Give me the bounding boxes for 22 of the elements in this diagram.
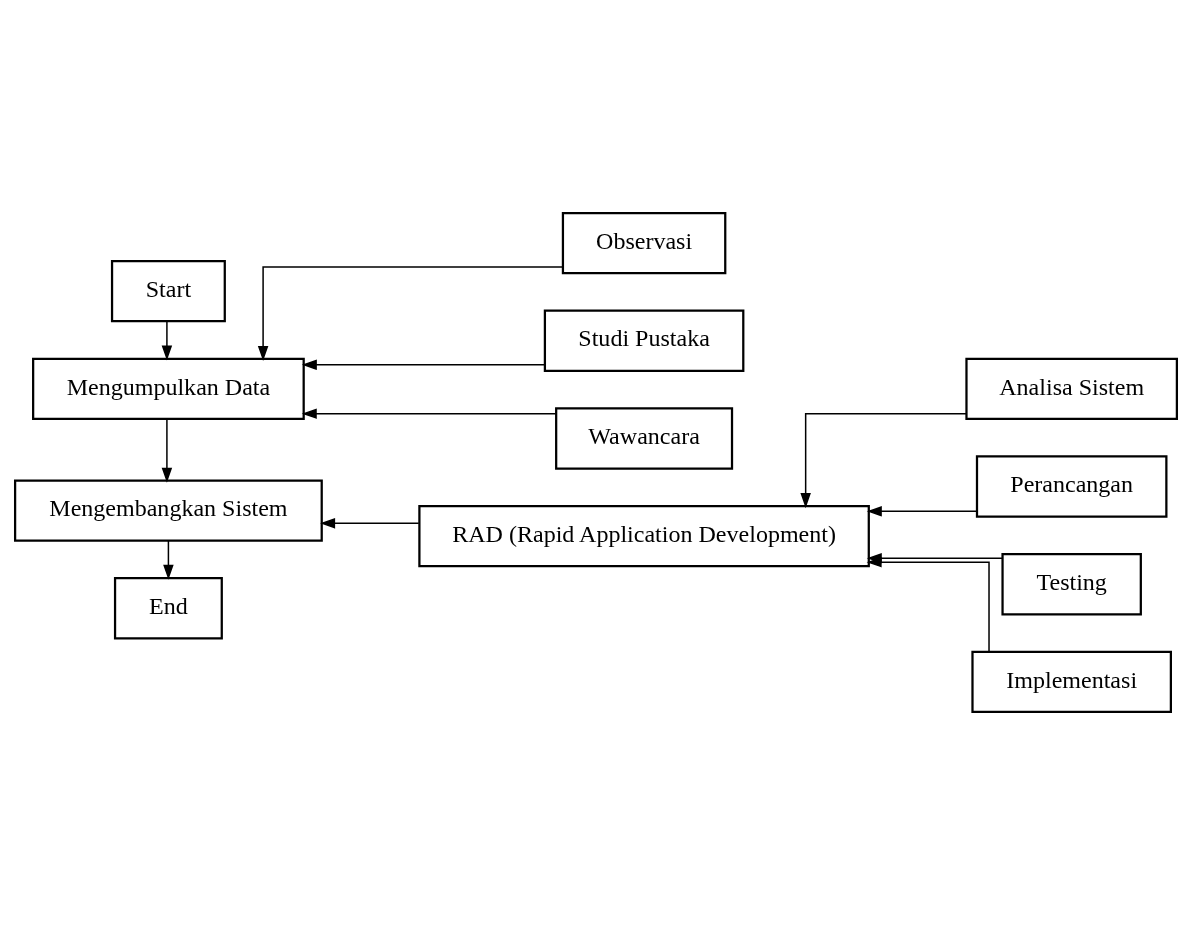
arrow	[163, 540, 174, 580]
arrow	[320, 518, 420, 529]
arrow	[161, 320, 173, 361]
node-box: Testing	[1001, 553, 1142, 616]
node-box: Mengumpulkan Data	[32, 357, 305, 421]
node-box: Studi Pustaka	[543, 309, 745, 372]
arrow	[866, 556, 990, 653]
arrow	[800, 412, 967, 509]
node-box: Implementasi	[971, 650, 1172, 714]
node-box: Observasi	[561, 211, 727, 275]
node-box: Wawancara	[555, 407, 734, 470]
arrow	[866, 506, 978, 517]
arrow	[161, 418, 173, 483]
arrow	[301, 359, 546, 371]
node-box: End	[113, 577, 223, 640]
node-box: Perancangan	[975, 455, 1168, 518]
node-box: Analisa Sistem	[965, 357, 1178, 421]
arrow	[301, 408, 557, 419]
node-box: RAD (Rapid Application Development)	[418, 504, 870, 568]
arrow	[257, 266, 564, 362]
node-box: Mengembangkan Sistem	[14, 479, 323, 542]
node-box: Start	[110, 260, 226, 323]
